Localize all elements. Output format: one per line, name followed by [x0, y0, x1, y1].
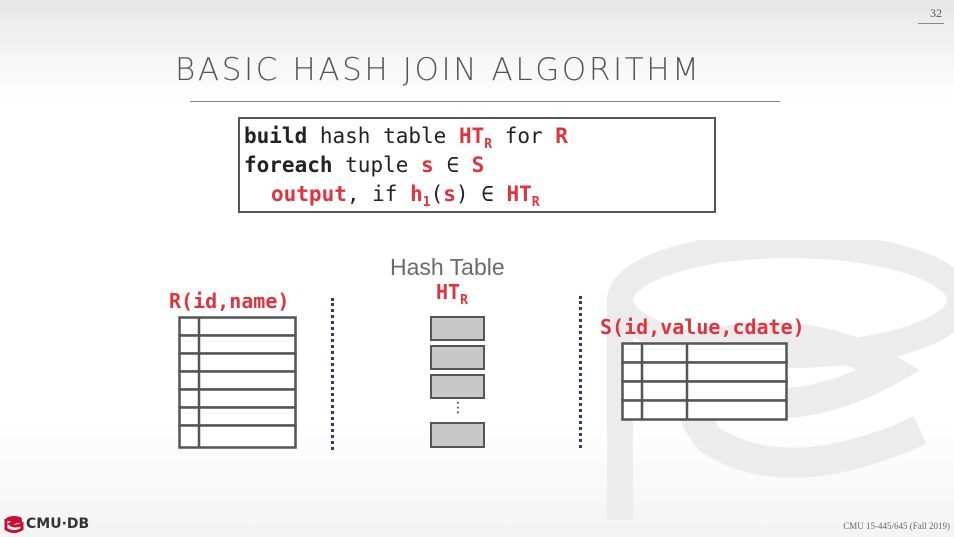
code-keyword-foreach: foreach [244, 153, 333, 177]
table-row [178, 352, 297, 373]
code-line-build: build hash table HTR for R [244, 122, 714, 151]
code-hash-function: h [410, 182, 423, 206]
code-relation-r: R [555, 124, 568, 148]
code-line-foreach: foreach tuple s ∈ S [244, 151, 714, 180]
relation-s-table [621, 342, 788, 421]
code-keyword-build: build [244, 124, 308, 148]
hash-table-caption: Hash Table [390, 254, 505, 280]
hash-table-label: HTR [436, 280, 468, 307]
divider-right [579, 296, 582, 448]
table-row [621, 361, 788, 383]
cmu-db-logo: CMU·DB [4, 515, 89, 533]
code-paren: ) [455, 182, 469, 206]
code-variable-s: s [421, 153, 434, 177]
relation-s-label: S(id,value,cdate) [600, 315, 805, 339]
table-row [178, 316, 297, 337]
course-footer: CMU 15-445/645 (Fall 2019) [843, 521, 950, 531]
hash-table-ellipsis: ⋮ [451, 400, 465, 416]
hash-bucket [430, 374, 485, 399]
relation-r-table [178, 316, 297, 449]
code-text: for [492, 124, 556, 148]
hash-table-label-subscript: R [460, 293, 468, 308]
code-hash-table: HT [506, 182, 532, 206]
table-row [621, 399, 788, 421]
table-row [178, 424, 297, 449]
pseudocode-box: build hash table HTR for R foreach tuple… [238, 117, 716, 213]
table-row [178, 334, 297, 355]
code-hash-table-subscript: R [484, 137, 493, 152]
hash-table-buckets [430, 316, 485, 448]
hash-bucket [430, 316, 485, 341]
hash-bucket [430, 345, 485, 370]
cmu-db-logo-icon [4, 516, 24, 533]
page-number: 32 [918, 6, 944, 24]
code-text: , if [346, 182, 411, 206]
slide-title: BASIC HASH JOIN ALGORITHM [175, 52, 702, 88]
table-row [621, 342, 788, 364]
hash-bucket [430, 422, 485, 448]
code-text: ∈ [468, 182, 507, 206]
code-argument-s: s [443, 182, 456, 206]
code-text: tuple [332, 153, 422, 177]
code-line-output: output, if h1(s) ∈ HTR [244, 180, 714, 209]
table-row [178, 388, 297, 409]
title-underline [190, 101, 780, 102]
divider-left [331, 298, 334, 450]
table-row [621, 380, 788, 402]
code-hash-table-subscript: R [531, 195, 540, 210]
code-hash-function-subscript: 1 [422, 195, 431, 210]
hash-table-label-text: HT [436, 280, 461, 304]
code-keyword-output: output [271, 182, 347, 206]
relation-r-label: R(id,name) [169, 289, 290, 313]
code-hash-table: HT [458, 124, 485, 148]
code-text: ∈ [433, 153, 472, 177]
table-row [178, 370, 297, 391]
logo-text: CMU·DB [26, 516, 90, 532]
code-relation-s: S [471, 153, 485, 177]
table-row [178, 406, 297, 427]
code-paren: ( [430, 182, 444, 206]
code-text: hash table [307, 124, 459, 148]
